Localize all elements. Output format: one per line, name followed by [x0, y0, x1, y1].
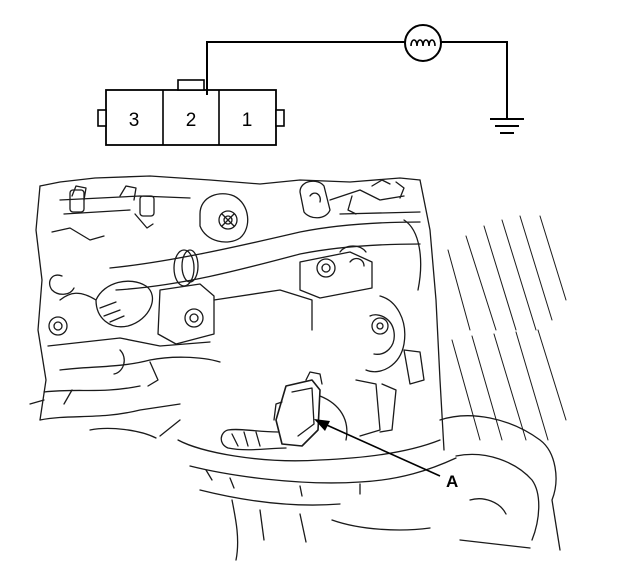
hose-lower-left — [95, 280, 154, 328]
connector-side-latch-right — [275, 109, 285, 127]
callout-leader — [314, 419, 441, 477]
ground-symbol-icon — [490, 118, 524, 134]
engine-illustration — [29, 175, 567, 561]
engine-block-outline — [39, 175, 421, 187]
sensor-connector — [275, 379, 321, 447]
connector-body — [105, 89, 277, 146]
coolant-pipe — [109, 221, 421, 269]
callout-leader-line — [319, 421, 441, 477]
test-wire-to-lamp — [206, 41, 405, 95]
bolt-icon — [371, 317, 389, 335]
bolt-icon — [316, 258, 336, 278]
connector-pin-label: 1 — [242, 110, 253, 131]
connector-side-latch-left — [97, 109, 107, 127]
callout-label: A — [446, 472, 458, 491]
engine-left-edge — [35, 185, 47, 421]
radiator-slats — [447, 215, 567, 441]
lamp-filament — [410, 39, 436, 47]
connector-pin-label: 2 — [186, 110, 197, 131]
connector-schematic — [97, 24, 524, 146]
wire-harness — [220, 428, 287, 451]
callout-arrowhead — [314, 419, 330, 431]
connector-lock-tab — [177, 79, 205, 91]
bolt-icon — [184, 308, 204, 328]
test-wire-to-ground — [441, 41, 508, 118]
bolt-icon — [48, 316, 68, 336]
mounting-boss — [199, 193, 249, 243]
connector-pin-label: 3 — [129, 110, 140, 131]
